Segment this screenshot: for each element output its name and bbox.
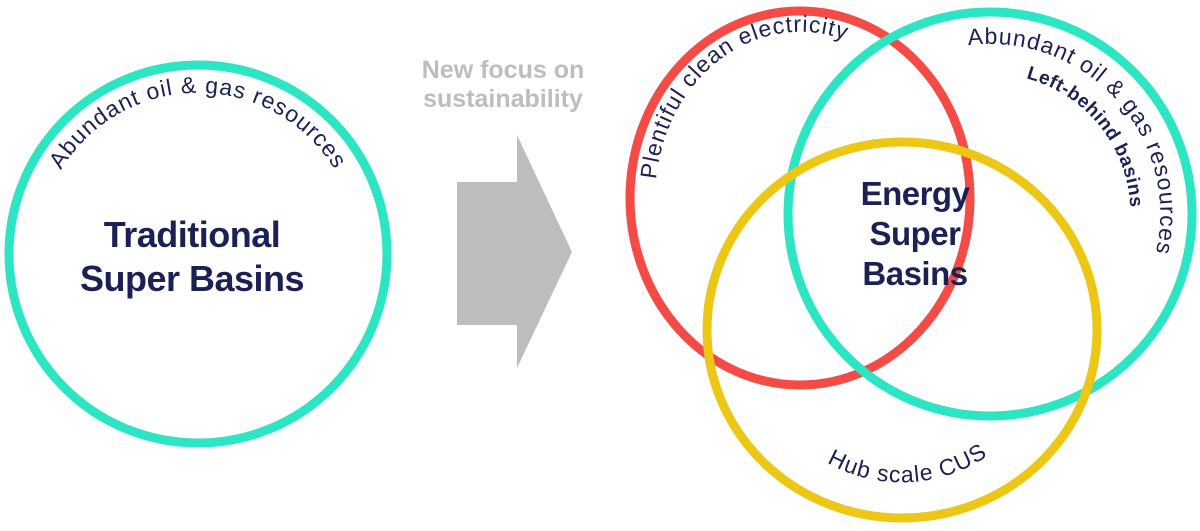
traditional-super-basins-circle [4, 60, 392, 448]
right-arrow-icon [457, 135, 572, 368]
traditional-circle-arc-label: Abundant oil & gas resources [43, 72, 352, 173]
hub-scale-cus-circle [702, 137, 1102, 523]
traditional-circle-title-line2: Super Basins [80, 258, 304, 299]
oil-gas-resources-label: Abundant oil & gas resources [966, 23, 1181, 258]
transition-caption-line1: New focus on [422, 56, 585, 84]
traditional-circle-title-line1: Traditional [104, 214, 281, 255]
energy-super-basins-title-line1: Energy [861, 175, 971, 212]
energy-super-basins-title-line3: Basins [862, 255, 967, 292]
energy-super-basins-title-line2: Super [869, 215, 961, 252]
oil-gas-resources-circle [783, 7, 1197, 421]
clean-electricity-circle [625, 6, 975, 390]
hub-scale-cus-label: Hub scale CUS [824, 438, 991, 488]
transition-caption-line2: sustainability [423, 85, 583, 113]
